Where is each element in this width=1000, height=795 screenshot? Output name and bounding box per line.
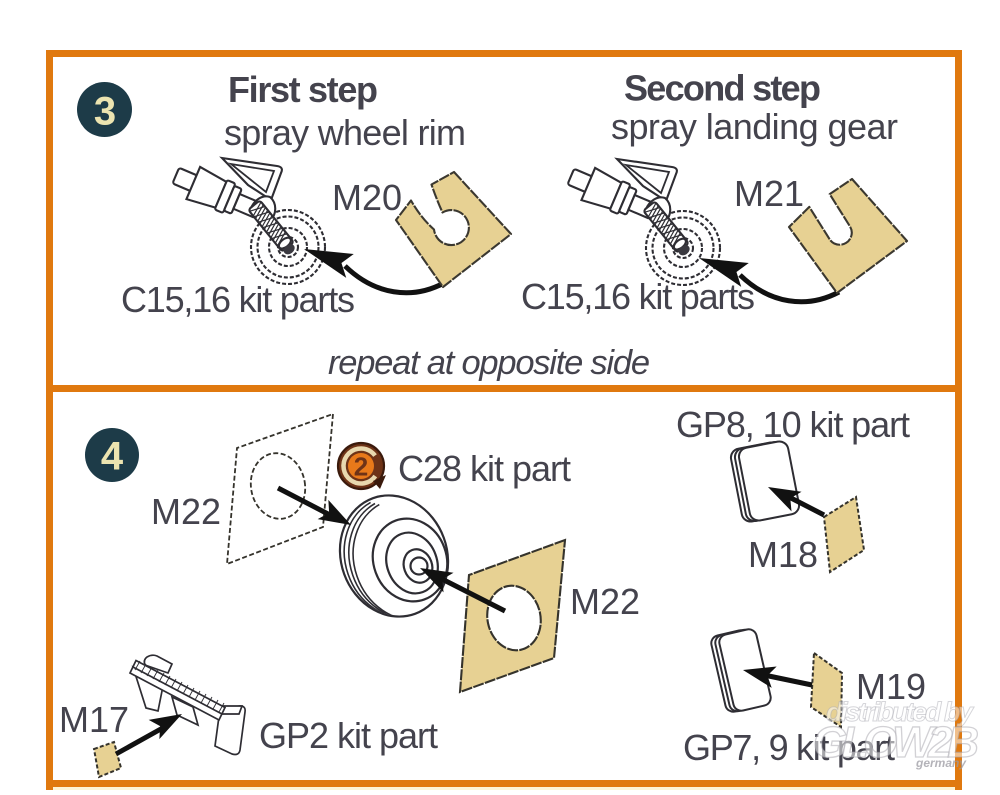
svg-text:First step: First step [228,69,378,110]
svg-text:M17: M17 [59,699,129,740]
svg-text:M20: M20 [332,177,402,218]
svg-text:2: 2 [354,452,368,482]
svg-text:GP8, 10 kit part: GP8, 10 kit part [676,404,910,445]
svg-text:3: 3 [94,90,116,134]
svg-text:GP7, 9 kit part: GP7, 9 kit part [683,727,895,768]
svg-text:M18: M18 [748,534,818,575]
svg-text:Second step: Second step [624,68,821,109]
svg-text:M22: M22 [151,491,221,532]
svg-text:distributed by: distributed by [826,697,975,727]
svg-text:GP2 kit part: GP2 kit part [259,715,438,756]
svg-text:spray landing gear: spray landing gear [611,106,898,147]
svg-text:C15,16 kit parts: C15,16 kit parts [121,279,355,320]
svg-text:M21: M21 [734,173,804,214]
svg-text:M19: M19 [856,666,926,707]
svg-text:4: 4 [101,435,124,479]
svg-text:spray wheel rim: spray wheel rim [224,112,466,153]
svg-text:C28 kit part: C28 kit part [398,448,571,489]
svg-text:GLOW2B: GLOW2B [813,718,979,767]
svg-text:C15,16 kit parts: C15,16 kit parts [521,276,755,317]
svg-text:M22: M22 [570,581,640,622]
svg-text:germany: germany [915,756,967,770]
svg-text:repeat at opposite side: repeat at opposite side [328,344,650,382]
